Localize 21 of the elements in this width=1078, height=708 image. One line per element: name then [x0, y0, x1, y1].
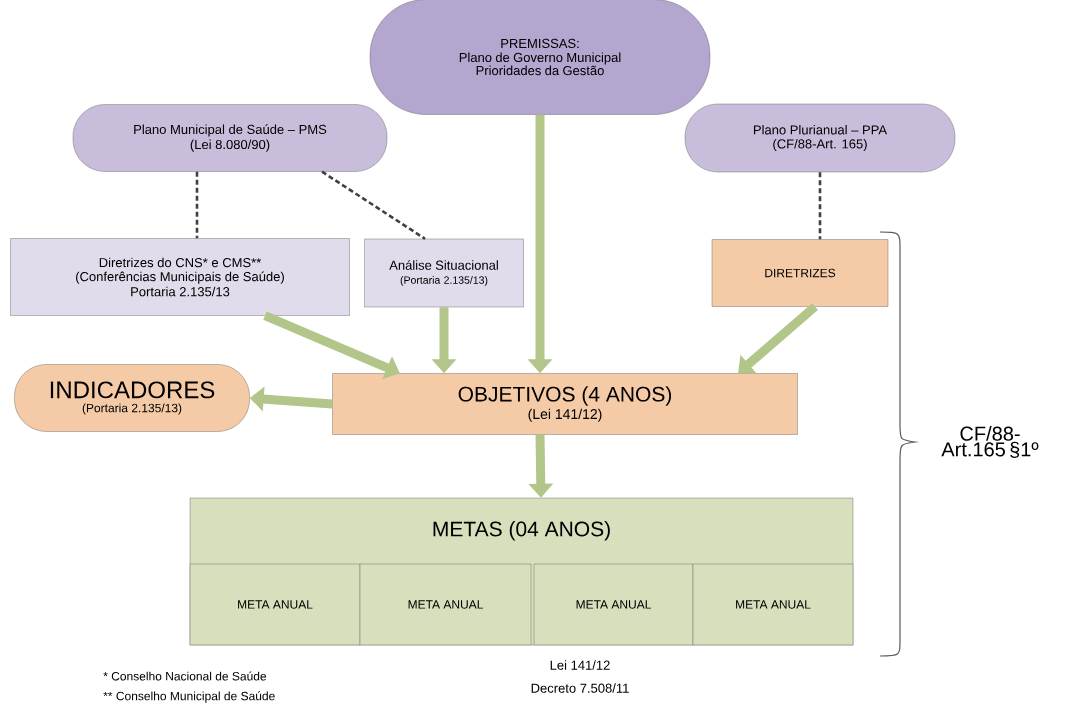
table-cell: META ANUAL	[533, 563, 694, 646]
rounded-box: PREMISSAS: Plano de Governo Municipal Prioridades da Gestão	[369, 0, 711, 115]
rounded-box: INDICADORES (Portaria 2.135/13)	[14, 364, 250, 432]
process-box: Análise Situacional (Portaria 2.135/13)	[364, 238, 524, 308]
process-box: Diretrizes do CNS* e CMS** (Conferências Municipais de Saúde) Portaria 2.135/13	[10, 238, 350, 316]
connector-line	[321, 170, 426, 240]
table-cell: META ANUAL	[189, 563, 361, 646]
reference-note: Lei 141/12	[550, 660, 610, 670]
connector-line	[195, 171, 199, 239]
rounded-box: Plano Plurianual – PPA (CF/88-Art. 165)	[684, 103, 956, 173]
table-cell: META ANUAL	[692, 563, 854, 646]
arrow	[738, 303, 818, 374]
footnote: ** Conselho Municipal de Saúde	[103, 691, 275, 703]
rounded-box: Plano Municipal de Saúde – PMS (Lei 8.080/90)	[72, 104, 388, 172]
bracket-label: CF/88- Art.165 §1º	[941, 426, 1039, 458]
reference-note: Decreto 7.508/11	[531, 683, 629, 693]
process-box: DIRETRIZES	[711, 239, 889, 307]
process-box: OBJETIVOS (4 ANOS) (Lei 141/12)	[332, 373, 798, 435]
connector-line	[818, 172, 822, 240]
footnote: * Conselho Nacional de Saúde	[103, 671, 267, 681]
table-cell: META ANUAL	[359, 563, 532, 646]
